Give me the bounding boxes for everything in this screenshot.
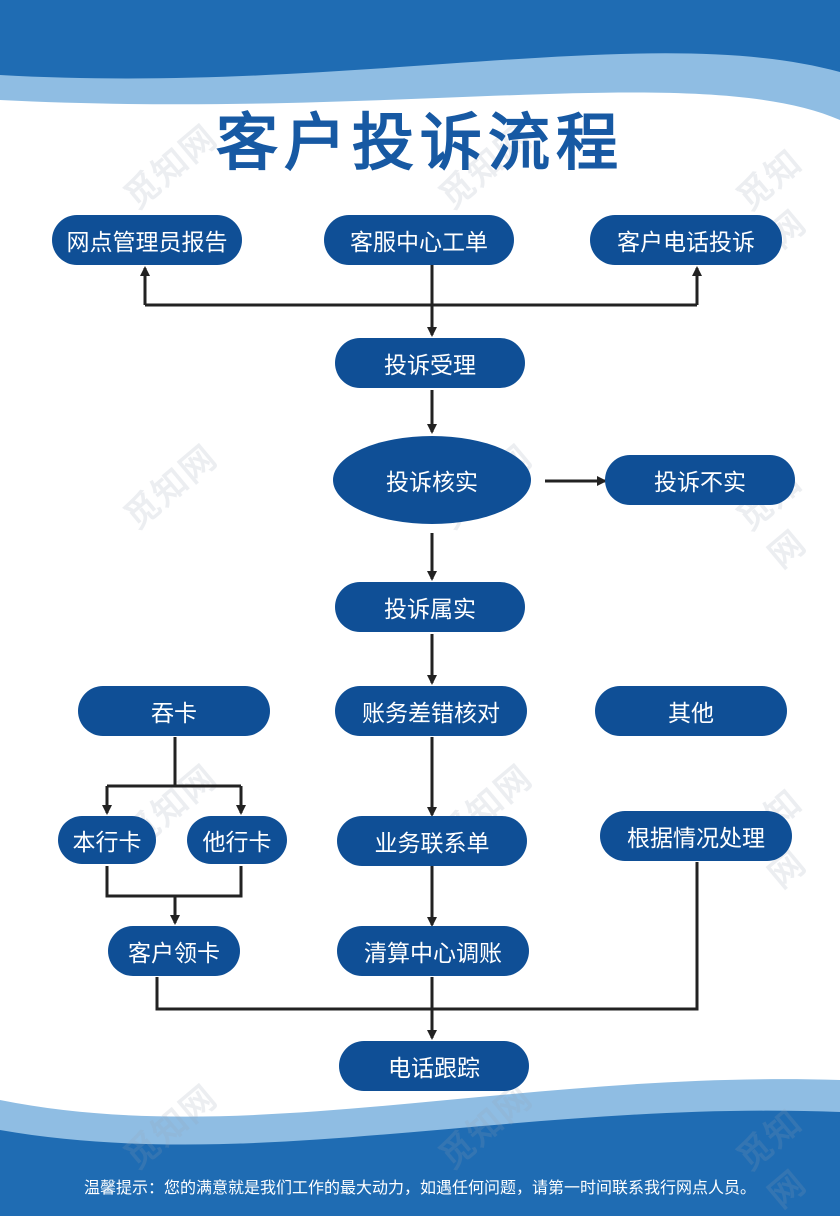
- node-clearing-adjust: 清算中心调账: [337, 926, 529, 976]
- node-own-bank-card: 本行卡: [58, 816, 156, 864]
- node-phone-followup: 电话跟踪: [339, 1041, 529, 1091]
- top-wave-dark: [0, 0, 840, 79]
- node-other: 其他: [595, 686, 787, 736]
- bottom-wave-dark: [0, 1110, 840, 1216]
- node-verify: 投诉核实: [333, 436, 531, 524]
- node-branch-report: 网点管理员报告: [52, 215, 242, 265]
- node-account-check: 账务差错核对: [335, 686, 527, 736]
- node-customer-pickup: 客户领卡: [108, 926, 240, 976]
- node-swallowed-card: 吞卡: [78, 686, 270, 736]
- page-title: 客户投诉流程: [215, 106, 624, 179]
- line-cards-join: [105, 866, 243, 898]
- node-confirmed: 投诉属实: [335, 582, 525, 632]
- node-accept: 投诉受理: [335, 338, 525, 388]
- node-handle-case: 根据情况处理: [600, 811, 792, 861]
- node-business-form: 业务联系单: [337, 816, 527, 866]
- node-service-ticket: 客服中心工单: [324, 215, 514, 265]
- node-phone-complaint: 客户电话投诉: [590, 215, 782, 265]
- node-other-bank-card: 他行卡: [187, 816, 287, 864]
- footer-tip: 温馨提示：您的满意就是我们工作的最大动力，如遇任何问题，请第一时间联系我行网点人…: [83, 1178, 756, 1197]
- line-pickup-down: [155, 862, 699, 1011]
- node-not-true: 投诉不实: [605, 455, 795, 505]
